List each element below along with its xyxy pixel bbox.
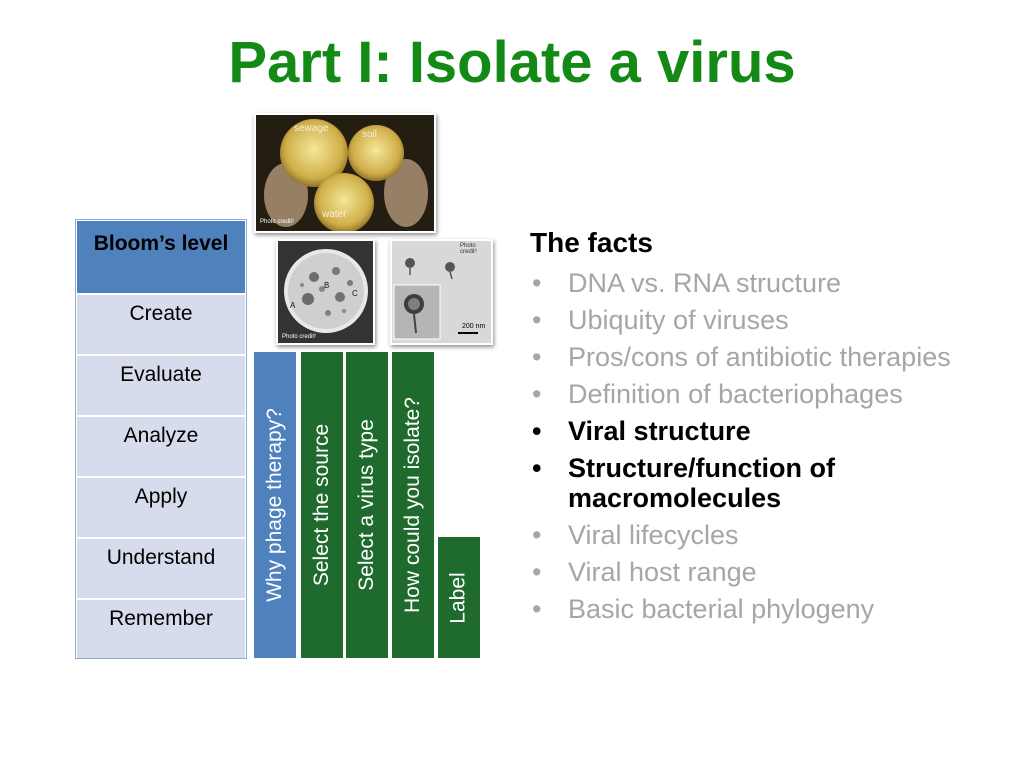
fact-text: Ubiquity of viruses <box>568 305 789 335</box>
fact-text: Viral lifecycles <box>568 520 739 550</box>
photo-credit: Photo credit³ <box>460 243 477 255</box>
photo-credit: Photo credit² <box>282 334 317 340</box>
petri-plates-illustration <box>256 115 434 231</box>
blooms-level-table: Bloom’s level Create Evaluate Analyze Ap… <box>75 219 247 661</box>
bloom-level-create: Create <box>75 293 247 356</box>
bloom-level-understand: Understand <box>75 537 247 600</box>
bullet: • <box>532 305 542 335</box>
blooms-header: Bloom’s level <box>75 219 247 295</box>
bullet: • <box>532 453 542 483</box>
plate-label-soil: soil <box>362 129 378 140</box>
bar-label: How could you isolate? <box>401 397 424 613</box>
scale-bar-label: 200 nm <box>462 323 486 330</box>
plaque-plate-illustration <box>278 241 373 343</box>
fact-text: Pros/cons of antibiotic therapies <box>568 342 951 372</box>
bar-why-phage-therapy: Why phage therapy? <box>254 352 296 658</box>
fact-text: DNA vs. RNA structure <box>568 268 842 298</box>
plate-label-sewage: sewage <box>294 123 329 134</box>
page-title: Part I: Isolate a virus <box>228 30 796 95</box>
list-item: • Definition of bacteriophages <box>530 379 1010 409</box>
list-item: • Pros/cons of antibiotic therapies <box>530 342 1010 372</box>
plaque-label-c: C <box>352 289 358 298</box>
plaque-label-a: A <box>290 301 296 310</box>
fact-text: Definition of bacteriophages <box>568 379 903 409</box>
bar-how-isolate: How could you isolate? <box>392 352 434 658</box>
bloom-level-evaluate: Evaluate <box>75 354 247 417</box>
bullet: • <box>532 416 542 446</box>
bloom-level-analyze: Analyze <box>75 415 247 478</box>
bar-label-step: Label <box>438 537 480 658</box>
list-item: • Viral lifecycles <box>530 520 1010 550</box>
facts-panel: The facts • DNA vs. RNA structure • Ubiqui… <box>530 226 1010 631</box>
facts-list: • DNA vs. RNA structure • Ubiquity of viru… <box>530 268 1010 624</box>
plaque-label-b: B <box>324 281 330 290</box>
bloom-level-apply: Apply <box>75 476 247 539</box>
petri-plates-photo: sewage soil water Photo credit¹ <box>254 113 436 233</box>
list-item: • DNA vs. RNA structure <box>530 268 1010 298</box>
fact-text: Viral host range <box>568 557 757 587</box>
fact-text: Basic bacterial phylogeny <box>568 594 875 624</box>
list-item: • Ubiquity of viruses <box>530 305 1010 335</box>
bar-label: Why phage therapy? <box>263 408 287 602</box>
fact-text: Structure/function of macromolecules <box>568 453 835 513</box>
plaque-plate-photo: A B C Photo credit² <box>276 239 375 345</box>
list-item: • Basic bacterial phylogeny <box>530 594 1010 624</box>
bar-label: Select the source <box>310 423 334 587</box>
list-item: • Viral host range <box>530 557 1010 587</box>
facts-heading: The facts <box>530 227 653 258</box>
bullet: • <box>532 520 542 550</box>
bar-label: Select a virus type <box>355 419 378 591</box>
bullet: • <box>532 379 542 409</box>
bullet: • <box>532 268 542 298</box>
bullet: • <box>532 594 542 624</box>
bar-label: Label <box>447 571 471 624</box>
bar-select-virus-type: Select a virus type <box>346 352 388 658</box>
bullet: • <box>532 342 542 372</box>
bar-select-source: Select the source <box>301 352 343 658</box>
bloom-level-remember: Remember <box>75 598 247 661</box>
list-item: • Structure/function of macromolecules <box>530 453 1010 513</box>
photo-credit: Photo credit¹ <box>260 219 295 225</box>
list-item: • Viral structure <box>530 416 1010 446</box>
electron-micrograph-photo: Photo credit³ 200 nm <box>390 239 493 345</box>
bullet: • <box>532 557 542 587</box>
fact-text: Viral structure <box>568 416 751 446</box>
electron-micrograph-illustration <box>392 241 491 343</box>
plate-label-water: water <box>322 209 347 220</box>
